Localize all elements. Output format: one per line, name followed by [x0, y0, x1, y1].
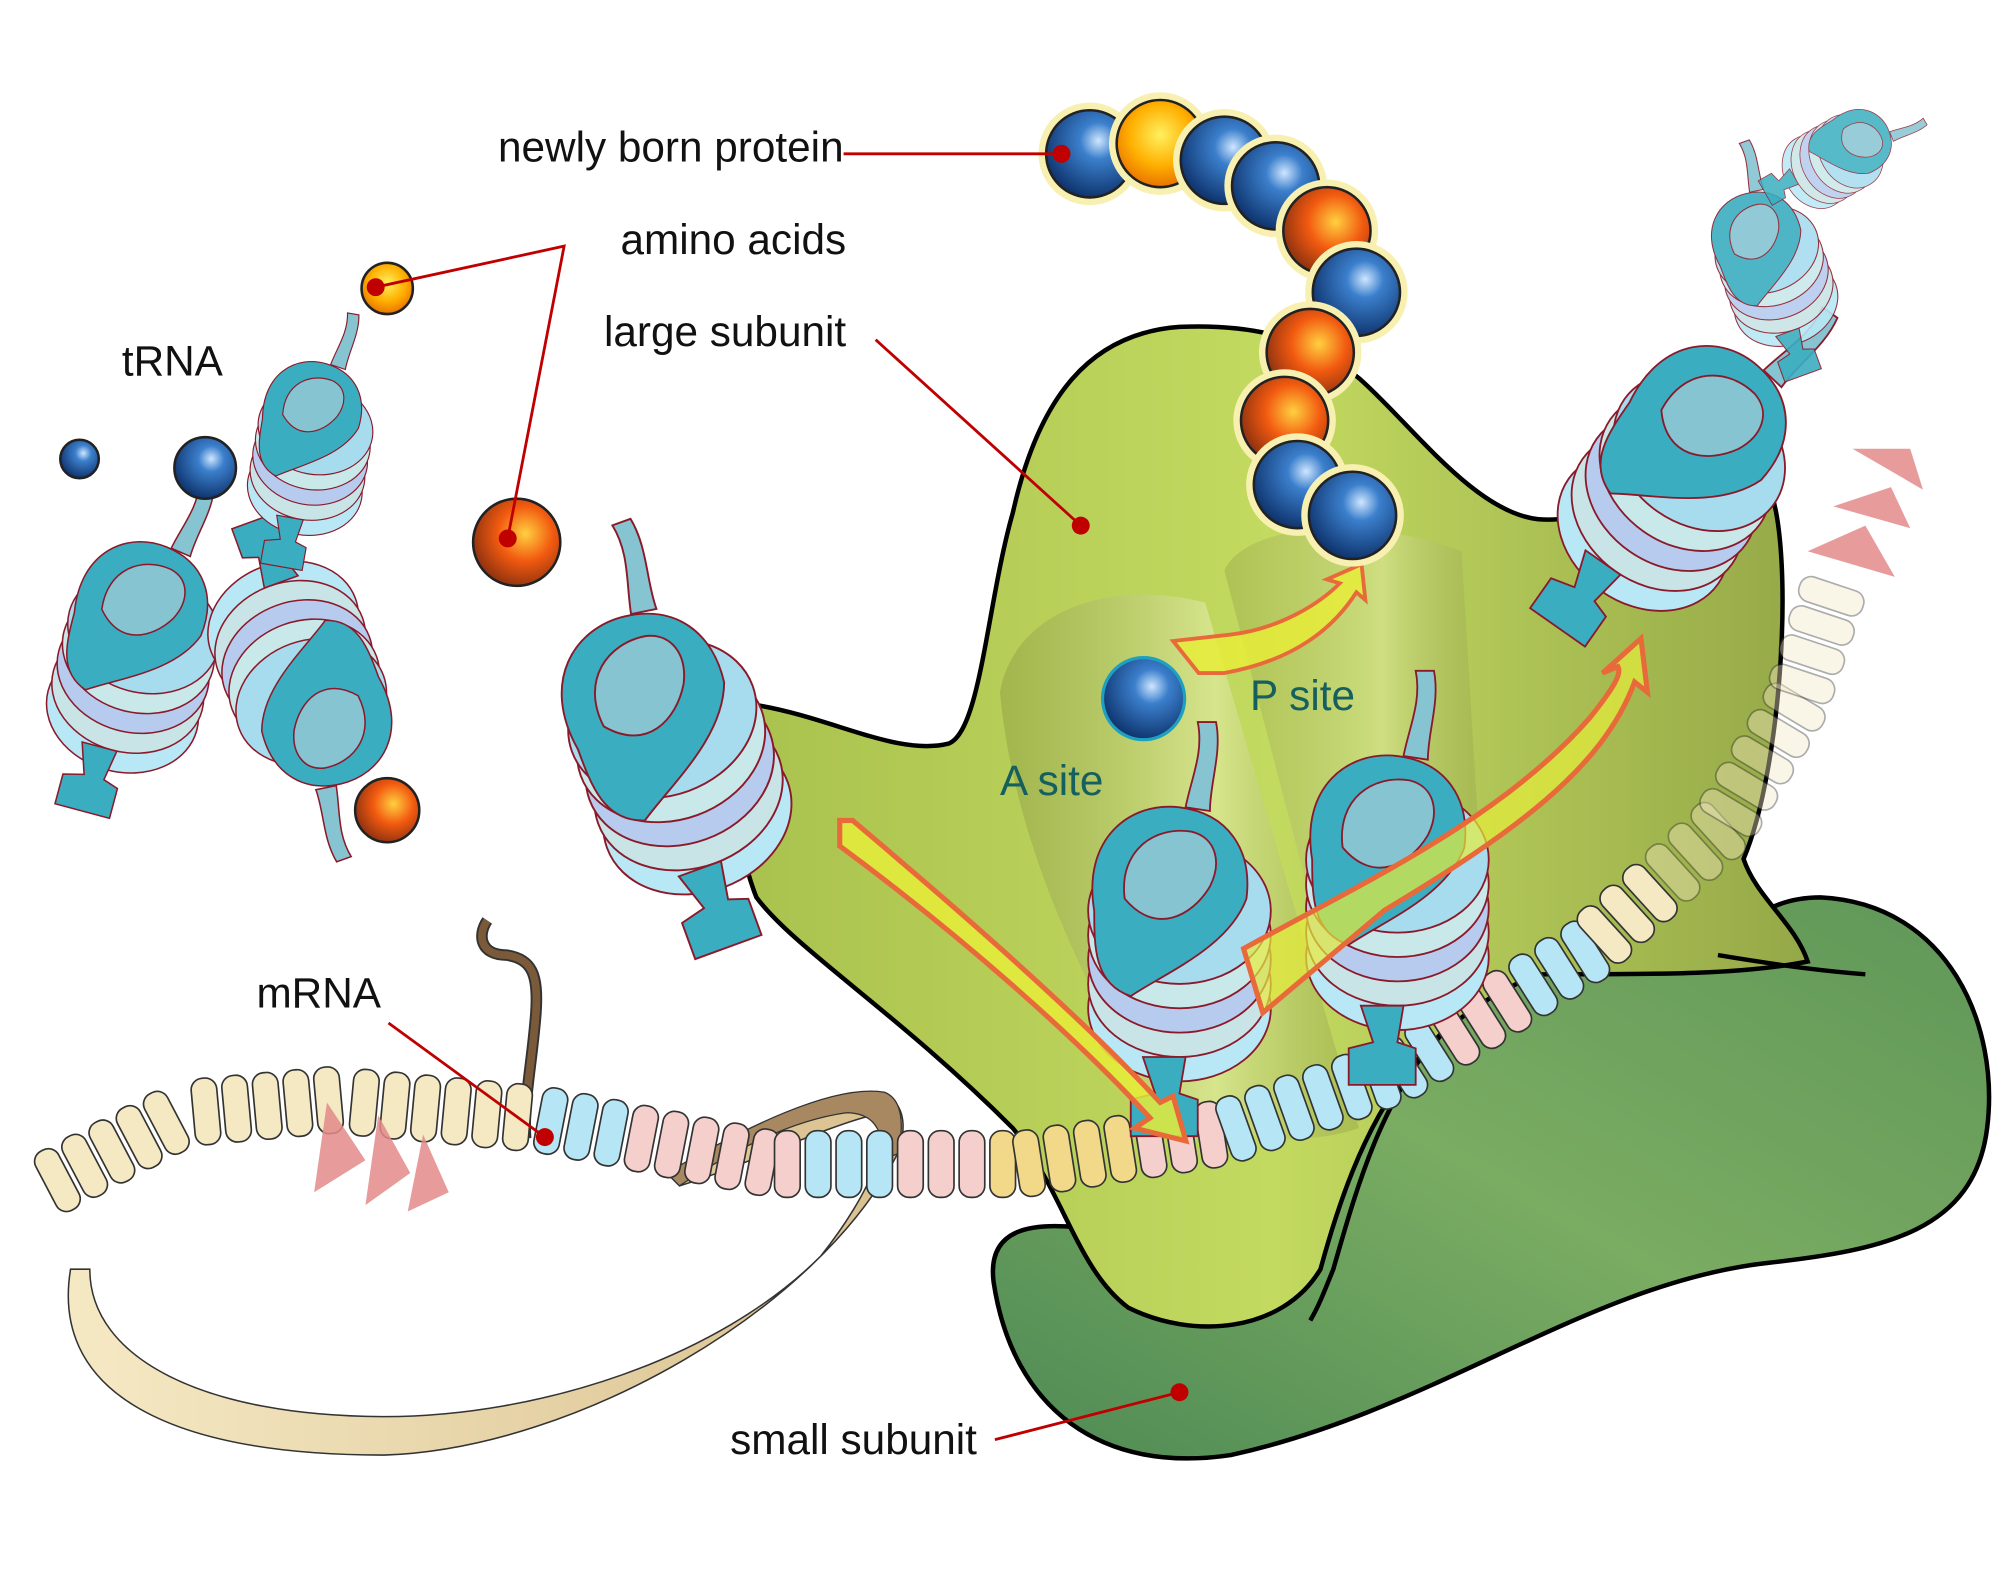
mrna-nucleotide: [1273, 1074, 1315, 1142]
mrna-nucleotide: [989, 1129, 1017, 1199]
mrna-nucleotide: [563, 1092, 599, 1161]
mrna-nucleotide: [88, 1119, 136, 1184]
mrna-nucleotide: [1508, 953, 1559, 1017]
trna: [246, 312, 374, 572]
mrna-nucleotide: [958, 1129, 986, 1199]
incoming-arrow: [837, 817, 1190, 1145]
a-site-amino-acid: [1100, 656, 1187, 742]
mrna-nucleotide: [60, 1133, 109, 1199]
label-p-site: P site: [1250, 672, 1355, 719]
mrna-nucleotide: [623, 1104, 660, 1173]
mrna-nucleotide: [1778, 634, 1846, 676]
direction-triangles-right: [1807, 448, 1924, 577]
mrna-nucleotide: [1215, 1095, 1257, 1162]
label-large-subunit: large subunit: [604, 308, 846, 355]
mrna-nucleotide: [1012, 1129, 1047, 1198]
mrna-nucleotide: [220, 1074, 253, 1143]
mrna-nucleotide: [1690, 801, 1747, 861]
mrna-nucleotide: [1699, 787, 1763, 838]
mrna-nucleotide: [683, 1116, 720, 1185]
mrna-nucleotide: [379, 1071, 411, 1140]
mrna-nucleotide: [1730, 735, 1795, 785]
trna: [1710, 139, 1839, 383]
mrna-nucleotide: [1762, 682, 1826, 732]
mrna-nucleotide: [1644, 843, 1701, 902]
small-subunit-top-edge: [1717, 952, 1866, 977]
mrna-nucleotide: [804, 1129, 832, 1199]
amino-acid-blue: [173, 435, 238, 500]
mrna-nucleotide: [1301, 1064, 1344, 1131]
mrna-nucleotide: [1482, 969, 1533, 1033]
mrna-nucleotide: [190, 1077, 222, 1146]
mrna-nucleotide: [1534, 936, 1585, 1000]
mrna-nucleotide: [865, 1129, 894, 1199]
mrna-nucleotide: [773, 1129, 801, 1199]
mrna-nucleotide: [835, 1129, 863, 1199]
trna: [207, 508, 393, 863]
amino-acid-orange: [353, 776, 421, 844]
mrna-nucleotide: [1103, 1114, 1138, 1184]
label-a-site: A site: [1000, 757, 1103, 804]
leader-dots: [366, 144, 1189, 1402]
mrna-nucleotide: [471, 1080, 503, 1149]
label-amino-acids: amino acids: [620, 216, 846, 263]
trna: [1528, 305, 1839, 648]
mrna-nucleotide: [1714, 761, 1779, 811]
mrna-nucleotide: [1667, 822, 1724, 882]
mrna-nucleotide: [282, 1068, 314, 1138]
mrna-nucleotide: [1599, 884, 1656, 944]
protein-bead-blue: [1307, 470, 1398, 561]
mrna-nucleotide: [142, 1090, 190, 1156]
mrna-nucleotide: [896, 1129, 925, 1199]
mrna-nucleotide: [115, 1104, 163, 1170]
amino-acid-orange: [471, 497, 562, 588]
mrna-nucleotide: [1768, 663, 1836, 705]
label-mrna: mRNA: [256, 970, 381, 1017]
mrna-nucleotide: [1244, 1084, 1286, 1152]
label-trna: tRNA: [122, 338, 224, 385]
protein-chain: [59, 92, 1408, 844]
mrna-nucleotide: [927, 1129, 955, 1199]
mrna-nucleotide: [1797, 575, 1865, 617]
label-small-subunit: small subunit: [730, 1416, 977, 1463]
mrna-nucleotide: [33, 1147, 82, 1213]
amino-acid-faded: [59, 438, 101, 480]
peptide-transfer-arrow: [1169, 561, 1368, 675]
mrna-nucleotide: [1788, 604, 1856, 646]
large-subunit: [737, 324, 1811, 1329]
leader-lines: [375, 152, 1180, 1442]
mrna-nucleotide: [440, 1077, 472, 1146]
mrna-nucleotide: [1072, 1119, 1107, 1188]
trna: [560, 517, 793, 961]
mrna-nucleotide: [1576, 905, 1633, 964]
translocation-arrow: [1240, 633, 1651, 1018]
amino-acid-gold: [360, 261, 415, 316]
mrna-nucleotide: [593, 1098, 629, 1167]
trna: [45, 480, 221, 820]
direction-triangles-left: [314, 1102, 449, 1212]
label-newly-born-protein: newly born protein: [498, 124, 844, 171]
mrna-nucleotide: [348, 1068, 381, 1137]
trna: [1757, 109, 1928, 209]
mrna-nucleotide: [1042, 1124, 1077, 1193]
mrna-nucleotide: [714, 1122, 750, 1191]
mrna-nucleotide: [409, 1074, 442, 1143]
mrna-nucleotide: [653, 1110, 690, 1179]
mrna-nucleotide: [1746, 708, 1810, 759]
trna: [1087, 721, 1272, 1138]
mrna-nucleotide: [1621, 863, 1678, 923]
mrna-nucleotide: [251, 1071, 283, 1141]
